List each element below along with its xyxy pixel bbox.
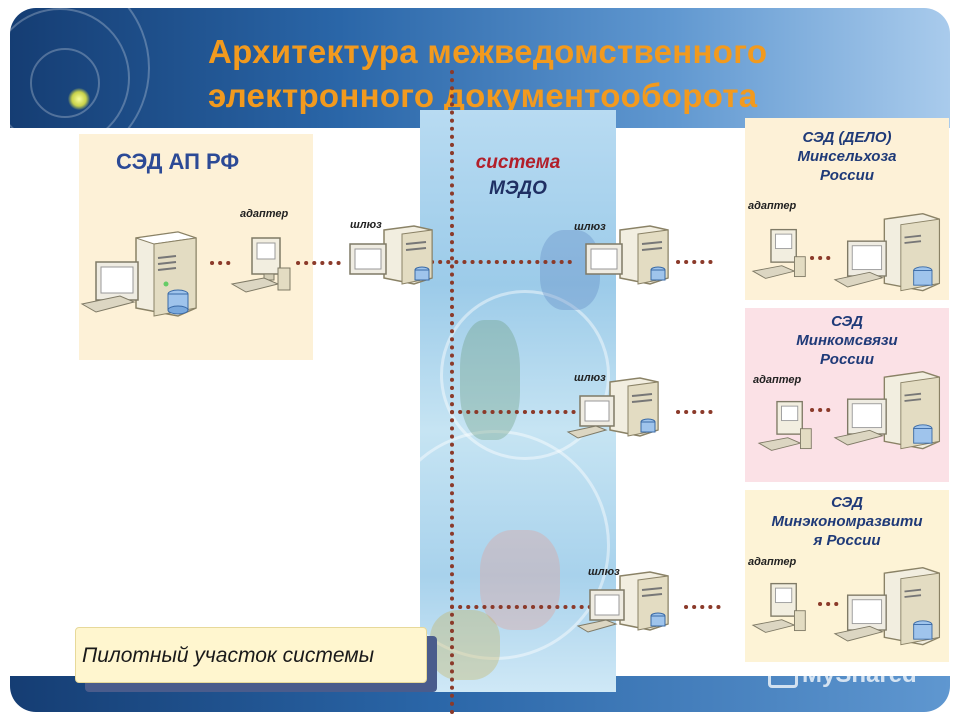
gateway-label: шлюз: [574, 221, 606, 233]
server-workstation-icon: [833, 370, 941, 450]
watermark: MyShared: [768, 657, 917, 693]
org-title-line: России: [820, 351, 874, 368]
adapter-workstation-icon: [230, 237, 291, 293]
gateway-server-icon: [576, 571, 669, 633]
adapter-workstation-icon: [757, 400, 812, 451]
header-band: [10, 8, 950, 128]
org-title-minkomsvyazi: СЭД Минкомсвязи России: [745, 312, 949, 369]
adapter-workstation-icon: [751, 582, 806, 633]
gateway-label: шлюз: [588, 566, 620, 578]
server-workstation-icon: [833, 566, 941, 646]
watermark-text: MyShared: [802, 661, 917, 688]
myshared-logo-icon: [768, 662, 798, 688]
header-glow-icon: [68, 88, 90, 110]
org-title-line: СЭД: [831, 313, 863, 330]
org-title-minselkhoz: СЭД (ДЕЛО) Минсельхоза России: [745, 128, 949, 185]
adapter-label: адаптер: [748, 200, 797, 212]
gateway-label: шлюз: [574, 372, 606, 384]
decoration: [480, 530, 560, 630]
server-workstation-icon: [833, 212, 941, 292]
medo-label: система МЭДО: [458, 150, 578, 202]
org-title-line: Минсельхоза: [797, 148, 897, 165]
org-title-minekonomrazvitiya: СЭД Минэкономразвити я России: [745, 493, 949, 550]
org-title-line: я России: [813, 532, 881, 549]
org-title-line: Минкомсвязи: [796, 332, 898, 349]
org-title-line: СЭД: [831, 494, 863, 511]
org-title-line: Минэкономразвити: [771, 513, 923, 530]
medo-label-line-1: система: [475, 152, 561, 173]
title-line-1: Архитектура межведомственного: [208, 33, 768, 70]
adapter-label: адаптер: [240, 208, 289, 220]
server-workstation-icon: [80, 231, 197, 317]
adapter-label: адаптер: [753, 374, 802, 386]
org-title-line: СЭД (ДЕЛО): [802, 129, 892, 146]
gateway-server-icon: [585, 225, 669, 285]
adapter-label: адаптер: [748, 556, 797, 568]
title-line-2: электронного документооборота: [208, 77, 758, 114]
decoration: [460, 320, 520, 440]
gateway-server-icon: [566, 377, 659, 439]
pilot-section-label: Пилотный участок системы: [75, 627, 427, 683]
gateway-label: шлюз: [350, 219, 382, 231]
adapter-workstation-icon: [751, 228, 806, 279]
header-decoration: [10, 8, 150, 128]
gateway-server-icon: [349, 225, 433, 285]
slide-title: Архитектура межведомственного электронно…: [208, 30, 928, 118]
header-decoration: [10, 8, 130, 128]
header-decoration: [30, 48, 100, 118]
decoration: [430, 610, 500, 680]
org-title-ap-rf: СЭД АП РФ: [116, 149, 240, 174]
medo-label-line-2: МЭДО: [489, 178, 547, 199]
org-title-line: России: [820, 167, 874, 184]
